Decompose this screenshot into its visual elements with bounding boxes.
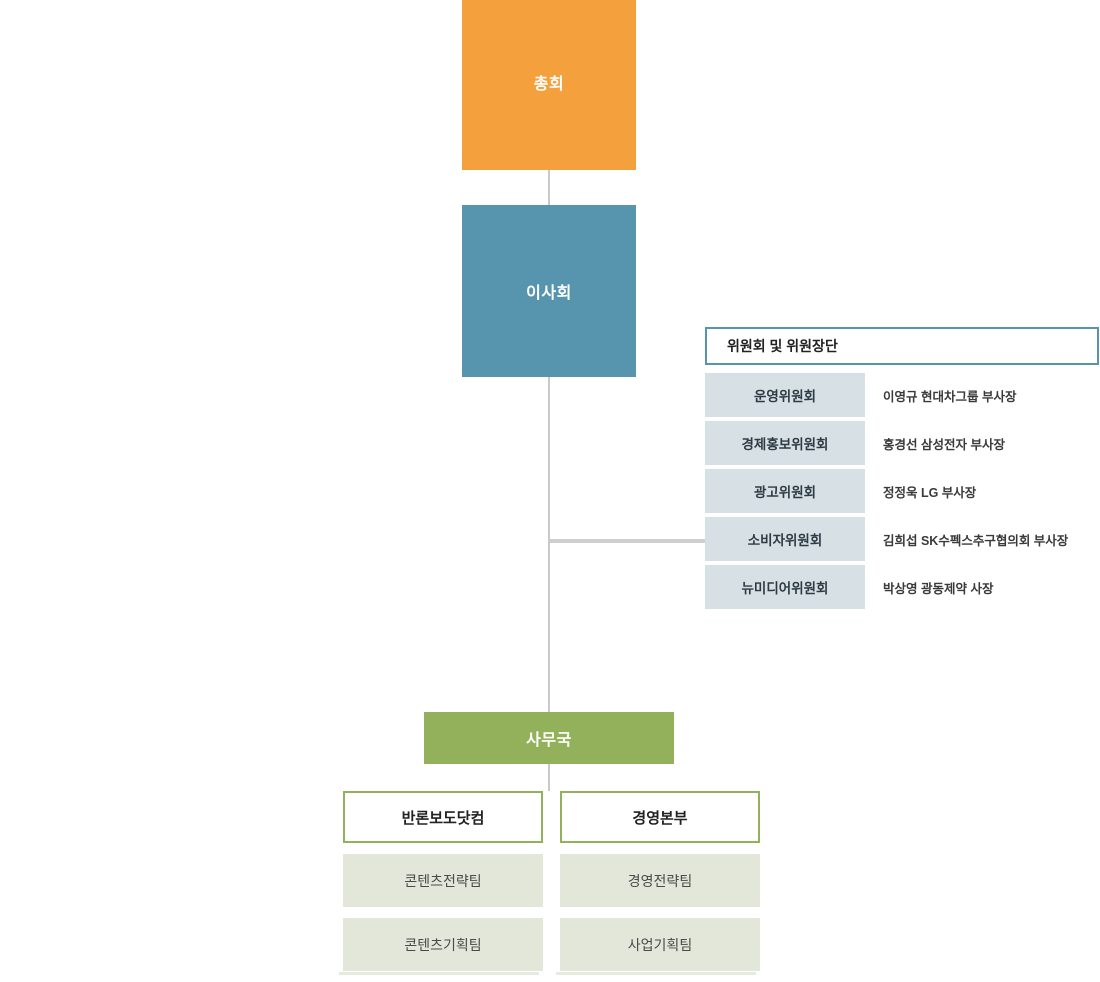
connector-to-committee-panel — [550, 539, 705, 543]
committee-name-label: 광고위원회 — [753, 485, 817, 500]
node-secretariat[interactable]: 사무국 — [424, 712, 679, 769]
committee-row[interactable]: 경제홍보위원회 홍경선 삼성전자 부사장 — [705, 421, 1100, 465]
committee-row[interactable]: 소비자위원회 김희섭 SK수펙스추구협의회 부사장 — [705, 517, 1100, 561]
department-head-management[interactable]: 경영본부 — [558, 791, 760, 849]
connector-secretariat-to-departments — [548, 764, 550, 791]
committee-row[interactable]: 뉴미디어위원회 박상영 광동제약 사장 — [705, 565, 1100, 609]
committee-name: 광고위원회 — [705, 469, 865, 513]
committee-name: 운영위원회 — [705, 373, 865, 417]
department-team[interactable]: 사업기획팀 — [556, 918, 760, 975]
committee-panel-header: 위원회 및 위원장단 — [705, 323, 1100, 365]
committee-name-label: 경제홍보위원회 — [741, 437, 829, 452]
node-secretariat-label: 사무국 — [526, 732, 572, 749]
committee-row[interactable]: 운영위원회 이영규 현대차그룹 부사장 — [705, 373, 1100, 417]
committee-chair: 정정욱 LG 부사장 — [865, 469, 976, 513]
department-head-banronbodo[interactable]: 반론보도닷컴 — [341, 791, 543, 849]
committee-chair: 김희섭 SK수펙스추구협의회 부사장 — [865, 517, 1068, 561]
committee-name: 소비자위원회 — [705, 517, 865, 561]
committee-chair: 박상영 광동제약 사장 — [865, 565, 993, 609]
committee-name-label: 소비자위원회 — [747, 533, 823, 548]
committee-name-label: 운영위원회 — [753, 389, 817, 404]
committee-panel: 위원회 및 위원장단 운영위원회 이영규 현대차그룹 부사장 경제홍보위원회 홍… — [705, 323, 1100, 613]
node-general-assembly[interactable]: 총회 — [462, 0, 636, 170]
committee-chair: 이영규 현대차그룹 부사장 — [865, 373, 1016, 417]
committee-name: 뉴미디어위원회 — [705, 565, 865, 609]
committee-name-label: 뉴미디어위원회 — [741, 581, 829, 596]
department-team-label: 콘텐츠기획팀 — [404, 936, 482, 953]
committee-row[interactable]: 광고위원회 정정욱 LG 부사장 — [705, 469, 1100, 513]
committee-panel-header-label: 위원회 및 위원장단 — [727, 338, 838, 354]
node-board-of-directors[interactable]: 이사회 — [462, 205, 636, 377]
node-board-of-directors-label: 이사회 — [526, 285, 572, 302]
department-team[interactable]: 경영전략팀 — [556, 854, 760, 911]
department-team[interactable]: 콘텐츠기획팀 — [339, 918, 543, 975]
connector-assembly-to-board — [548, 170, 550, 205]
department-column-banronbodo: 반론보도닷컴 콘텐츠전략팀 콘텐츠기획팀 — [339, 791, 543, 982]
node-general-assembly-label: 총회 — [533, 76, 565, 93]
committee-chair-label: 박상영 광동제약 사장 — [883, 581, 994, 596]
department-head-label: 반론보도닷컴 — [401, 809, 485, 827]
committee-chair: 홍경선 삼성전자 부사장 — [865, 421, 1005, 465]
department-head-label: 경영본부 — [632, 809, 688, 827]
committee-chair-label: 이영규 현대차그룹 부사장 — [883, 389, 1017, 404]
department-team-label: 사업기획팀 — [627, 936, 693, 953]
department-team-label: 콘텐츠전략팀 — [404, 872, 482, 889]
committee-chair-label: 홍경선 삼성전자 부사장 — [883, 437, 1005, 452]
department-team[interactable]: 콘텐츠전략팀 — [339, 854, 543, 911]
department-column-management: 경영본부 경영전략팀 사업기획팀 — [556, 791, 760, 982]
department-team-label: 경영전략팀 — [627, 872, 693, 889]
committee-name: 경제홍보위원회 — [705, 421, 865, 465]
committee-chair-label: 정정욱 LG 부사장 — [883, 485, 977, 500]
committee-chair-label: 김희섭 SK수펙스추구협의회 부사장 — [883, 533, 1069, 548]
connector-board-to-secretariat — [548, 377, 550, 712]
